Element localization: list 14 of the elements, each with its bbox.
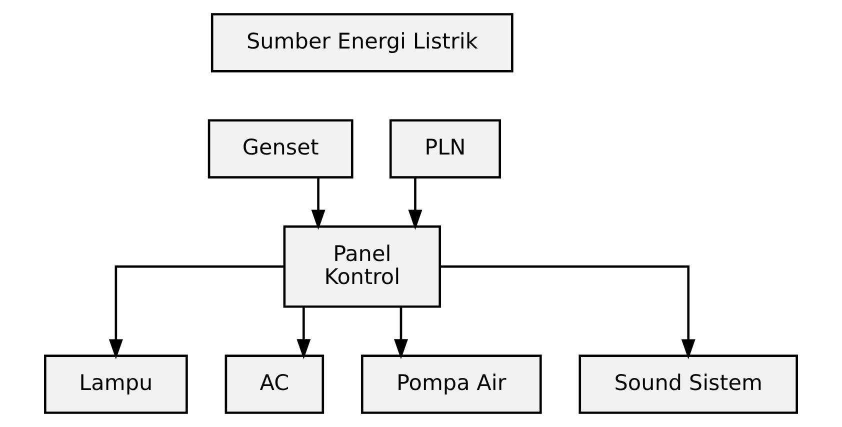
node-box: Panel Kontrol: [283, 225, 441, 308]
node-box: Sumber Energi Listrik: [210, 13, 514, 72]
arrow: [408, 177, 422, 230]
arrow: [296, 307, 311, 360]
node-box: Lampu: [44, 354, 188, 414]
node-box: Genset: [208, 119, 354, 178]
node-box: Sound Sistem: [578, 354, 798, 414]
arrow: [311, 177, 326, 230]
arrow: [440, 265, 696, 360]
node-box: Pompa Air: [360, 354, 542, 414]
node-box: PLN: [389, 119, 502, 178]
arrow: [108, 265, 284, 360]
node-box: AC: [224, 354, 324, 414]
arrow: [394, 307, 408, 360]
